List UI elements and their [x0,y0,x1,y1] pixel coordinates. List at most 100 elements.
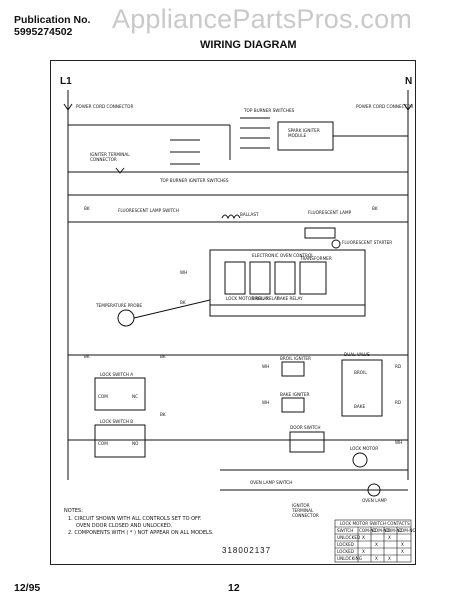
spark-igniter-label: SPARK IGNITER MODULE [288,128,320,138]
table-row-3-c2: X [375,556,378,561]
lock-motor [352,452,368,468]
lock-switch-b [94,424,146,458]
ballast-label: BALLAST [240,212,259,217]
table-title: LOCK MOTOR SWITCH CONTACTS [340,521,410,526]
table-row-2-c4: X [401,549,404,554]
lock-a-nc: NC [132,394,139,399]
fluorescent-starter [331,239,341,249]
note-2: 2. COMPONENTS WITH ( * ) NOT APPEAR ON A… [68,530,214,536]
igniter-terminal-connector [115,167,125,174]
table-row-0-label: UNLOCKED [337,535,361,540]
bake-relay-label: BAKE RELAY [277,296,303,301]
diagram-serial: 318002137 [222,546,272,555]
table-row-2-label: LOCKED [337,549,355,554]
bake-relay-box [274,261,296,295]
publication-label: Publication No. [14,14,91,26]
page-number: 12 [228,582,240,594]
ignitor-terminal-conn-label: IGNITOR TERMINAL CONNECTOR [292,503,319,518]
table-row-1-c4: X [401,542,404,547]
wire-label-3: BK [180,300,186,305]
temp-probe [117,309,135,327]
wire-label-0: BK [84,206,90,211]
neutral-label: N [405,76,413,87]
power-cord-left-label: POWER CORD CONNECTOR [76,104,134,109]
lock-motor-relay-label: LOCK MOTOR RELAY [226,296,269,301]
publication-info: Publication No. 5995274502 [14,14,90,38]
electronic-oven-control [209,249,366,317]
wire-label-4: BK [84,354,90,359]
wire-label-6: BK [160,412,166,417]
lock-b-com: COM [98,441,108,446]
valve-broil-label: BROIL [354,370,367,375]
fluorescent-lamp-label: FLUORESCENT LAMP [308,210,352,215]
temp-sensor-label: TEMPERATURE PROBE [96,303,143,308]
fluorescent-lamp-switch-label: FLUORESCENT LAMP SWITCH [118,208,179,213]
lock-switch-b-label: LOCK SWITCH B [100,419,134,424]
top-burner-switches-label: TOP BURNER SWITCHES [244,108,295,113]
note-1b: OVEN DOOR CLOSED AND UNLOCKED. [76,523,173,529]
publication-number: 5995274502 [14,26,73,38]
door-switch [289,431,325,453]
lock-switch-a [94,377,146,411]
dual-valve [341,359,383,417]
wire-label-5: BK [160,354,166,359]
table-header-4: COM-NO [398,528,416,533]
table-header-2: COM-NO [372,528,390,533]
contacts-table [334,519,412,563]
oven-lamp-switch-label: OVEN LAMP SWITCH [250,480,293,485]
transformer-label: TRANSFORMER [300,256,332,261]
door-switch-label: DOOR SWITCH [290,425,321,430]
valve-bake-label: BAKE [354,404,366,409]
dual-valve-label: DUAL VALVE [344,352,370,357]
table-header-1: COM-NC [359,528,377,533]
power-cord-right-label: POWER CORD CONNECTOR [356,104,414,109]
table-row-0-c3: X [388,535,391,540]
power-cord-connector-left [63,103,73,111]
watermark: AppliancePartsPros.com [112,4,413,34]
lock-switch-a-label: LOCK SWITCH A [100,372,134,377]
bake-igniter-label: BAKE IGNITER [280,392,310,397]
bake-igniter [281,397,305,413]
oven-lamp-label: OVEN LAMP [362,498,387,503]
table-row-1-c2: X [375,542,378,547]
ballast-coil [221,214,241,220]
top-burner-igniter-switches [170,139,200,165]
wire-label-9: RD [395,364,402,369]
top-burner-switches [240,117,270,149]
igniter-terminal-label: IGNITER TERMINAL CONNECTOR [90,152,130,162]
notes-title: NOTES: [64,508,83,514]
line-label: L1 [60,76,72,87]
fluorescent-starter-label: FLUORESCENT STARTER [342,240,393,245]
table-row-2-c1: X [362,549,365,554]
power-cord-connector-right [403,103,413,111]
broil-igniter-label: BROIL IGNITER [280,356,311,361]
broil-relay-box [249,261,271,295]
footer-date: 12/95 [14,582,41,594]
wire-label-8: WH [262,400,270,405]
table-header-0: SWITCH [337,528,354,533]
fluorescent-lamp-tube [304,227,336,239]
lock-motor-label: LOCK MOTOR [350,446,379,451]
top-burner-igniter-label: TOP BURNER IGNITER SWITCHES [160,178,229,183]
wire-label-10: RD [395,400,402,405]
electronic-oven-control-label: ELECTRONIC OVEN CONTROL [252,253,314,258]
diagram-frame [50,60,416,565]
page-title: WIRING DIAGRAM [200,39,297,51]
table-row-3-label: UNLOCKING [337,556,362,561]
lock-a-com: COM [98,394,108,399]
table-row-0-c1: X [362,535,365,540]
wire-label-7: WH [262,364,270,369]
broil-igniter [281,361,305,377]
wire-label-1: BK [372,206,378,211]
wire-label-2: WH [180,270,188,275]
lock-b-no: NO [132,441,139,446]
wire-label-11: WH [395,440,403,445]
table-header-3: COM-NC [385,528,403,533]
broil-relay-label: BROIL RELAY [252,296,280,301]
table-row-3-c3: X [388,556,391,561]
note-1: 1. CIRCUIT SHOWN WITH ALL CONTROLS SET T… [68,516,202,522]
lock-motor-relay-box [224,261,246,295]
table-row-1-label: LOCKED [337,542,355,547]
transformer-box [299,261,327,295]
